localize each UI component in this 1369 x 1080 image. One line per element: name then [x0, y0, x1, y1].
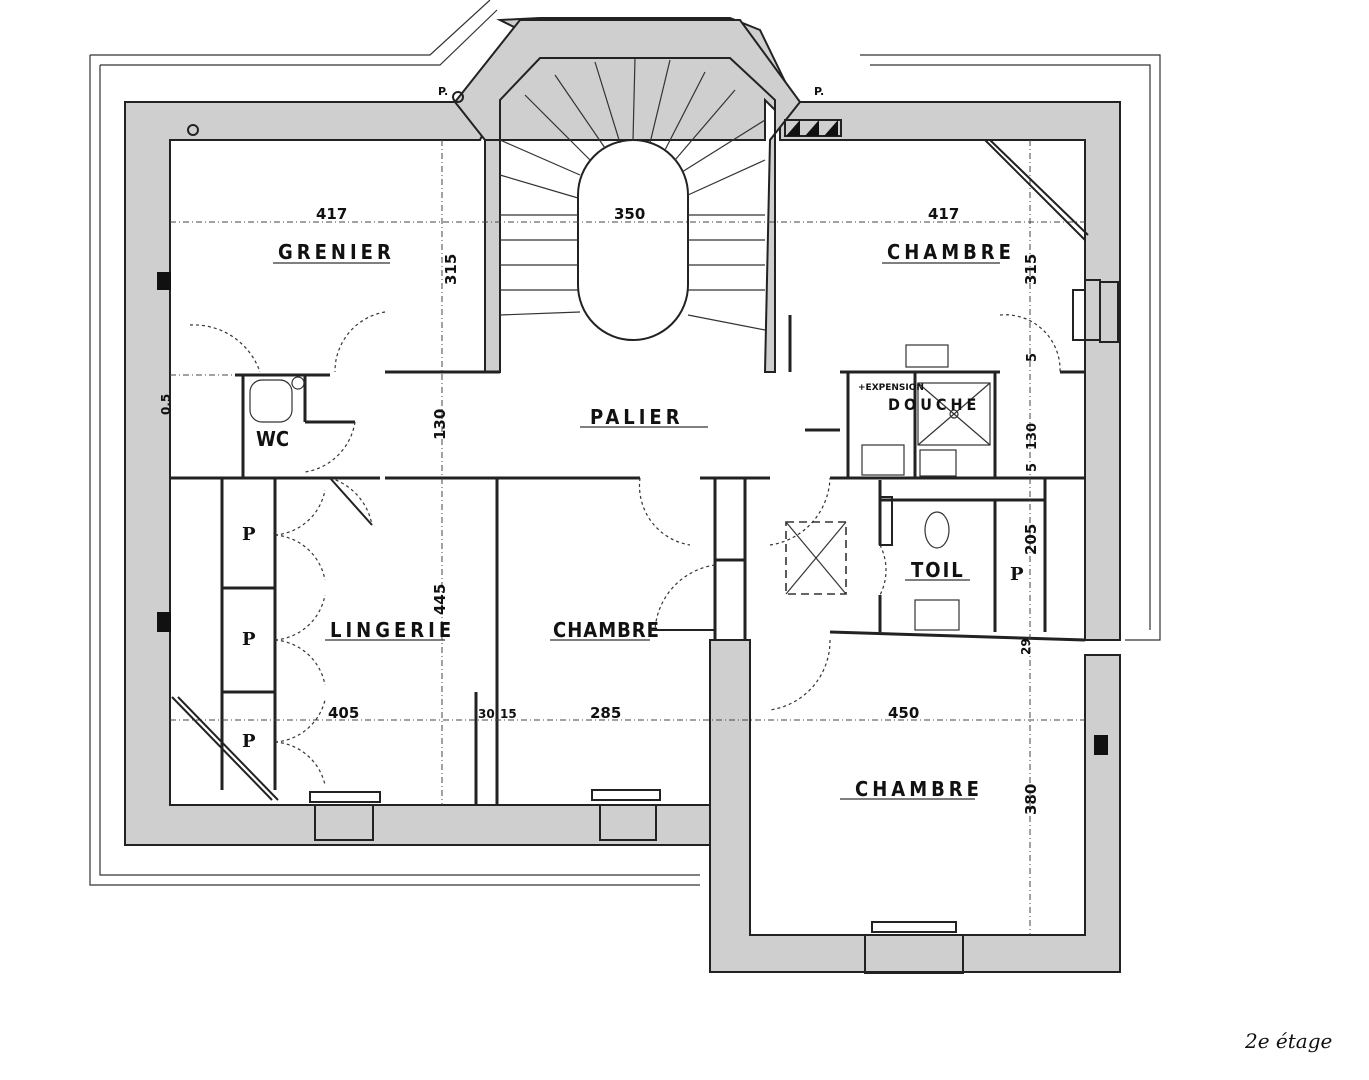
roof-slope-lines: [171, 139, 1089, 801]
dim-chambre-centre-width: 285: [590, 704, 621, 722]
room-label-toilette: TOIL: [911, 558, 965, 582]
dim-lingerie-depth: 445: [431, 584, 449, 615]
closet-label-4: P: [1010, 564, 1024, 585]
room-label-chambre-ne: CHAMBRE: [887, 240, 1015, 264]
dim-stair-width: 350: [614, 205, 645, 223]
room-label-grenier: GRENIER: [278, 240, 395, 264]
door-swings: [189, 311, 1061, 786]
room-label-douche: DOUCHE: [888, 395, 980, 414]
closet-label-1: P: [242, 524, 256, 545]
closet-labels: P P P P P. P.: [242, 85, 1024, 752]
dim-douche-bottom: 5: [1025, 463, 1040, 472]
room-labels: GRENIER CHAMBRE PALIER WC DOUCHE +EXPENS…: [256, 240, 1015, 801]
room-label-chambre-centre: CHAMBRE: [553, 618, 660, 642]
dim-douche-depth: 130: [1025, 423, 1040, 450]
dim-chambre-ne-width: 417: [928, 205, 959, 223]
dim-douche-top: 5: [1025, 353, 1040, 362]
dim-partition-b: 15: [500, 707, 517, 721]
dimension-lines: [170, 140, 1085, 935]
floor-caption: 2e étage: [1244, 1029, 1332, 1053]
douche-note-expension: +EXPENSION: [858, 383, 924, 393]
roof-eave-outline: [89, 0, 1161, 886]
windows: [314, 119, 1119, 974]
dim-wall-se: 29: [1019, 638, 1033, 655]
spiral-staircase: [499, 57, 766, 341]
downpipe-label-right: P.: [814, 85, 824, 98]
bathroom-fixtures: [249, 344, 991, 631]
downpipe-label-left: P.: [438, 85, 448, 98]
interior-partitions: [170, 315, 1086, 805]
dim-toil-depth: 205: [1022, 524, 1040, 555]
closet-label-2: P: [242, 629, 256, 650]
room-label-lingerie: LINGERIE: [330, 618, 455, 642]
dim-grenier-width: 417: [316, 205, 347, 223]
dim-grenier-depth: 315: [442, 254, 460, 285]
dim-chambre-se-width: 450: [888, 704, 919, 722]
closet-label-3: P: [242, 731, 256, 752]
dimension-labels: 417 350 417 315 315 130 0.5 445 405 30 1…: [159, 205, 1040, 815]
room-label-palier: PALIER: [590, 405, 684, 429]
dim-partition: 30: [478, 707, 495, 721]
room-label-chambre-se: CHAMBRE: [855, 777, 983, 801]
dim-chambre-se-depth: 380: [1022, 784, 1040, 815]
skylight-icons: [157, 91, 1108, 755]
dim-chambre-ne-depth: 315: [1022, 254, 1040, 285]
room-label-wc: WC: [256, 427, 289, 451]
dim-left-offset: 0.5: [159, 394, 173, 415]
radiators: [309, 289, 1086, 933]
dim-palier-depth: 130: [431, 409, 449, 440]
exterior-walls: [124, 17, 1121, 973]
dim-lingerie-width: 405: [328, 704, 359, 722]
